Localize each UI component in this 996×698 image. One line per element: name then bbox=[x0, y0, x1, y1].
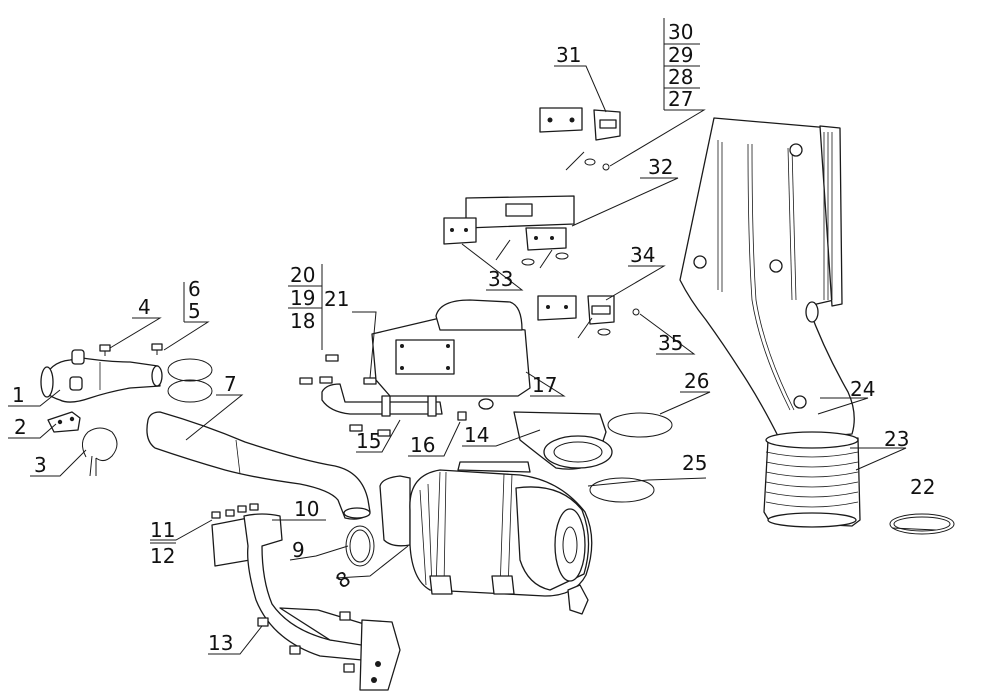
part-mounting-plate bbox=[443, 195, 575, 269]
part-clamp-ring bbox=[345, 525, 375, 567]
callout-31: 31 bbox=[556, 43, 581, 67]
part-screw-4 bbox=[99, 344, 111, 356]
callout-24: 24 bbox=[850, 377, 875, 401]
callout-16: 16 bbox=[410, 433, 435, 457]
leader-lines bbox=[8, 18, 937, 655]
part-inlet-hood bbox=[513, 411, 613, 470]
callout-5: 5 bbox=[188, 299, 201, 323]
callout-30: 30 bbox=[668, 20, 693, 44]
callout-labels: 1 2 3 4 5 6 7 8 9 10 11 12 13 14 15 16 1… bbox=[12, 20, 935, 655]
part-air-filter-housing bbox=[379, 461, 593, 615]
callout-8: 8 bbox=[332, 566, 355, 593]
callout-15: 15 bbox=[356, 429, 381, 453]
callout-9: 9 bbox=[292, 538, 305, 562]
callout-17: 17 bbox=[532, 373, 557, 397]
part-clamp-25 bbox=[589, 477, 655, 503]
callout-11: 11 bbox=[150, 518, 175, 542]
callout-28: 28 bbox=[668, 65, 693, 89]
part-lower-pads bbox=[537, 295, 640, 339]
part-support-rod bbox=[299, 354, 467, 437]
part-mounting-bracket bbox=[211, 513, 401, 691]
callout-1: 1 bbox=[12, 383, 25, 407]
callout-10: 10 bbox=[294, 497, 319, 521]
callout-29: 29 bbox=[668, 43, 693, 67]
part-hose-clamp-pair bbox=[167, 358, 213, 403]
callout-14: 14 bbox=[464, 423, 489, 447]
part-clamp-26 bbox=[607, 412, 673, 438]
callout-27: 27 bbox=[668, 87, 693, 111]
part-inlet-elbow-pipe bbox=[40, 349, 163, 403]
callout-21: 21 bbox=[324, 287, 349, 311]
part-clamp-bracket bbox=[47, 411, 81, 433]
callout-19: 19 bbox=[290, 286, 315, 310]
part-clamp-22 bbox=[889, 513, 955, 535]
part-bellows bbox=[763, 431, 861, 528]
callout-18: 18 bbox=[290, 309, 315, 333]
part-top-pads bbox=[539, 107, 621, 171]
callout-22: 22 bbox=[910, 475, 935, 499]
callout-23: 23 bbox=[884, 427, 909, 451]
callout-12: 12 bbox=[150, 544, 175, 568]
callout-20: 20 bbox=[290, 263, 315, 287]
callout-3: 3 bbox=[34, 453, 47, 477]
part-long-intake-hose bbox=[146, 411, 371, 520]
part-precleaner-box bbox=[371, 299, 531, 410]
part-hose-clamp bbox=[82, 427, 118, 477]
callout-6: 6 bbox=[188, 277, 201, 301]
part-air-intake-duct bbox=[679, 117, 855, 441]
callout-33: 33 bbox=[488, 267, 513, 291]
part-screw-5 bbox=[151, 343, 163, 355]
callout-34: 34 bbox=[630, 243, 655, 267]
callout-4: 4 bbox=[138, 295, 151, 319]
part-bolts-top bbox=[211, 503, 259, 519]
callout-26: 26 bbox=[684, 369, 709, 393]
callout-25: 25 bbox=[682, 451, 707, 475]
callout-7: 7 bbox=[224, 372, 237, 396]
callout-32: 32 bbox=[648, 155, 673, 179]
callout-35: 35 bbox=[658, 331, 683, 355]
callout-2: 2 bbox=[14, 415, 27, 439]
callout-13: 13 bbox=[208, 631, 233, 655]
